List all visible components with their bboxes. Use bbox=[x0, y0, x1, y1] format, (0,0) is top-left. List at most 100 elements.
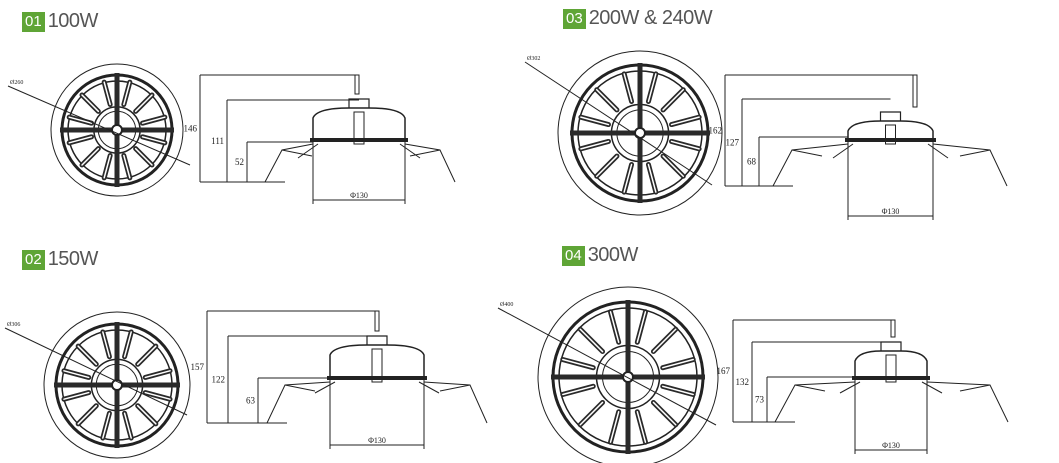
heatsink-fin-slot bbox=[102, 331, 111, 358]
panel-wattage: 100W bbox=[47, 10, 99, 32]
panel-number: 04 bbox=[562, 245, 585, 266]
panel-number: 03 bbox=[563, 8, 586, 29]
heatsink-fin-slot bbox=[647, 163, 657, 193]
shade-fins bbox=[281, 143, 441, 159]
heatsink-fin-slot bbox=[103, 81, 111, 106]
heatsink-fin-slot bbox=[141, 116, 166, 124]
heatsink-fin-slot bbox=[103, 154, 111, 179]
center-post bbox=[885, 124, 896, 145]
heatsink-fin-slot bbox=[662, 155, 685, 178]
shade-fins bbox=[284, 381, 471, 394]
outer-shade-outline bbox=[557, 50, 723, 216]
height-dimension-label: 167 bbox=[717, 366, 731, 376]
outer-shade-outline bbox=[50, 63, 184, 197]
panel-number: 02 bbox=[22, 249, 45, 270]
heatsink-fin-slot bbox=[562, 385, 594, 396]
hook-stalk bbox=[374, 310, 380, 332]
outer-shade-outline bbox=[537, 286, 719, 463]
diameter-leader-line bbox=[7, 85, 191, 166]
heatsink-fin-slot bbox=[68, 136, 93, 144]
diameter-label: Ø400 bbox=[500, 302, 513, 308]
heatsink-fin-slot bbox=[623, 163, 633, 193]
heatsink-fin-slot bbox=[647, 73, 657, 103]
hook-stalk bbox=[912, 74, 918, 108]
top-view: Ø260 bbox=[7, 63, 191, 197]
heatsink-fin-slot bbox=[580, 116, 610, 126]
top-view: Ø302 bbox=[524, 50, 723, 216]
panel-title-02: 02 150W bbox=[22, 248, 98, 271]
heatsink-fin-slot bbox=[579, 328, 604, 353]
height-dimension-label: 132 bbox=[736, 377, 750, 387]
base-diameter-label: Φ130 bbox=[882, 441, 900, 450]
heatsink-fin-slot bbox=[134, 147, 153, 166]
diameter-leader-line bbox=[4, 327, 188, 416]
diameter-label: Ø260 bbox=[10, 80, 23, 86]
heatsink-fin-slot bbox=[609, 411, 620, 443]
shade-fins bbox=[791, 143, 991, 159]
base-diameter-label: Φ130 bbox=[350, 191, 368, 200]
mount-cap bbox=[879, 111, 902, 121]
height-dimension-label: 127 bbox=[726, 138, 740, 148]
height-dimension-label: 122 bbox=[212, 375, 226, 385]
heatsink-fin-slot bbox=[123, 81, 131, 106]
heatsink-fin-slot bbox=[63, 370, 90, 379]
hook-stalk bbox=[890, 319, 896, 338]
panel-number: 01 bbox=[22, 11, 45, 32]
heatsink-fin-slot bbox=[77, 345, 98, 366]
heatsink-fin-slot bbox=[81, 94, 100, 113]
panel-wattage: 150W bbox=[47, 248, 99, 270]
driver-housing-side bbox=[854, 350, 928, 379]
panel-title-04: 04 300W bbox=[562, 244, 638, 267]
heatsink-fin-slot bbox=[662, 385, 694, 396]
diameter-label: Ø306 bbox=[7, 322, 20, 328]
heatsink-fin-slot bbox=[123, 154, 131, 179]
driver-housing-side bbox=[329, 344, 425, 379]
heatsink-fin-slot bbox=[670, 140, 700, 150]
heatsink-fin-slot bbox=[580, 140, 610, 150]
height-dimension-label: 146 bbox=[184, 124, 198, 134]
heatsink-fin-slot bbox=[662, 88, 685, 111]
reflector-shade bbox=[264, 143, 456, 183]
heatsink-fin-slot bbox=[81, 147, 100, 166]
height-dimension-label: 157 bbox=[191, 362, 205, 372]
diameter-leader-line bbox=[524, 61, 713, 186]
base-diameter-label: Φ130 bbox=[368, 436, 386, 445]
heatsink-fin-slot bbox=[652, 401, 677, 426]
center-hub bbox=[622, 371, 634, 383]
shade-fins bbox=[794, 381, 991, 394]
heatsink-fin-slot bbox=[636, 311, 647, 343]
height-dimension-label: 63 bbox=[246, 396, 256, 406]
heatsink-fin-slot bbox=[562, 358, 594, 369]
heatsink-fin-slot bbox=[102, 412, 111, 439]
heatsink-fin-slot bbox=[662, 358, 694, 369]
panel-title-01: 01 100W bbox=[22, 10, 98, 33]
hook-stalk bbox=[354, 74, 360, 95]
heatsink-fin-slot bbox=[134, 94, 153, 113]
panel-wattage: 300W bbox=[587, 244, 639, 266]
height-dimension-label: 52 bbox=[235, 157, 244, 167]
diameter-label: Ø302 bbox=[527, 56, 540, 62]
heatsink-fin-slot bbox=[123, 412, 132, 439]
heatsink-fin-slot bbox=[595, 88, 618, 111]
height-dimension-label: 162 bbox=[709, 126, 723, 136]
outer-shade-outline bbox=[43, 311, 191, 459]
heatsink-fin-slot bbox=[595, 155, 618, 178]
heatsink-fin-slot bbox=[579, 401, 604, 426]
reflector-shade bbox=[772, 143, 1008, 187]
height-dimension-label: 68 bbox=[747, 157, 757, 167]
mount-cap bbox=[366, 335, 388, 345]
height-dimension-label: 111 bbox=[211, 136, 224, 146]
center-hub bbox=[634, 127, 646, 139]
heatsink-fin-slot bbox=[636, 411, 647, 443]
heatsink-fin-slot bbox=[144, 370, 171, 379]
